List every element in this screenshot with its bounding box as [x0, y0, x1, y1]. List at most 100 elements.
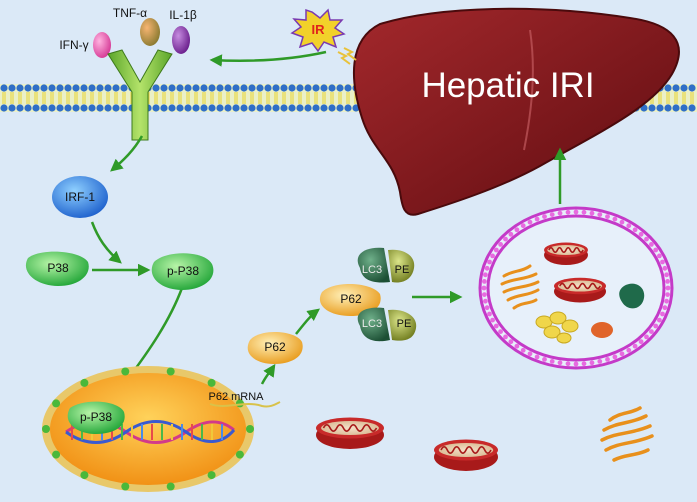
nuclear-pore: [80, 378, 89, 387]
p62-complex-label: P62: [340, 292, 362, 306]
lipid-head: [664, 104, 672, 112]
lipid-head: [256, 84, 264, 92]
lipid-head: [208, 84, 216, 92]
mrna-strand: [209, 401, 281, 408]
nuclear-pore: [52, 399, 61, 408]
lipid-head: [64, 104, 72, 112]
p62-protein: P62: [247, 331, 303, 364]
lipid-head: [48, 84, 56, 92]
pe-top-molecule: [388, 249, 415, 283]
lipid-head: [216, 84, 224, 92]
lipid-head: [296, 84, 304, 92]
lipid-head: [320, 84, 328, 92]
p38-label: P38: [47, 261, 69, 275]
nucleus: p-P38: [42, 366, 254, 492]
lipid-head: [168, 84, 176, 92]
receptor-icon: [107, 49, 173, 141]
mitochondrion-icon: [316, 417, 384, 449]
lipid-head: [328, 104, 336, 112]
nuclear-pore: [80, 471, 89, 480]
lipid-head: [0, 104, 8, 112]
lipid-head: [672, 104, 680, 112]
lipid-head: [256, 104, 264, 112]
arrow-mrna-to-p62: [260, 363, 276, 385]
lipid-head: [240, 84, 248, 92]
nuclear-pore: [235, 450, 244, 459]
lipid-head: [200, 84, 208, 92]
lipid-head: [160, 104, 168, 112]
lipid-head: [200, 104, 208, 112]
lipid-head: [264, 104, 272, 112]
p62-lc3-pe-complex: P62 LC3 PE LC3 PE: [319, 247, 417, 342]
autophagosome: [478, 206, 674, 370]
lipid-head: [24, 84, 32, 92]
lipid-head: [656, 104, 664, 112]
pe-bottom-label: PE: [397, 318, 412, 330]
autophagosome-membrane-beads: [481, 209, 671, 367]
pe-top-label: PE: [395, 264, 410, 276]
lipid-head: [344, 84, 352, 92]
lipid-head: [248, 104, 256, 112]
lipid-head: [288, 104, 296, 112]
p-p38-label: p-P38: [167, 264, 199, 278]
lipid-head: [192, 84, 200, 92]
lipid-head: [688, 104, 696, 112]
lipid-head: [184, 84, 192, 92]
mitochondrion-icon: [434, 439, 498, 471]
lipid-head: [32, 104, 40, 112]
lipid-head: [208, 104, 216, 112]
lipid-head: [80, 104, 88, 112]
lipid-head: [312, 104, 320, 112]
lipid-head: [648, 104, 656, 112]
tnf-alpha-label: TNF-α: [113, 6, 147, 20]
lipid-head: [296, 104, 304, 112]
lipid-head: [680, 84, 688, 92]
lipid-head: [112, 104, 120, 112]
lipid-head: [312, 84, 320, 92]
lipid-head: [672, 84, 680, 92]
mitochondrion-icon: [544, 242, 588, 265]
orange-organelle-icon: [591, 322, 613, 338]
lipid-head: [328, 84, 336, 92]
lipid-head: [664, 84, 672, 92]
lipid-head: [72, 104, 80, 112]
lipid-head: [680, 104, 688, 112]
lipid-head: [216, 104, 224, 112]
nuclear-pore: [52, 450, 61, 459]
lc3-bottom-protein: [357, 307, 390, 342]
lipid-head: [240, 104, 248, 112]
lipid-head: [280, 104, 288, 112]
lipid-head: [304, 104, 312, 112]
lipid-head: [104, 104, 112, 112]
lipid-head: [224, 84, 232, 92]
lipid-head: [304, 84, 312, 92]
lc3-top-protein: [357, 247, 390, 283]
lc3-bottom-label: LC3: [362, 318, 382, 330]
nuclear-pore: [207, 471, 216, 480]
nuclear-pore: [166, 367, 175, 376]
nuclear-pore: [246, 425, 254, 433]
lipid-head: [24, 104, 32, 112]
lipid-head: [688, 84, 696, 92]
lipid-head: [176, 84, 184, 92]
lipid-head: [80, 84, 88, 92]
lipid-head: [264, 84, 272, 92]
lipid-head: [96, 104, 104, 112]
il-1beta-molecule: IL-1β: [169, 8, 197, 54]
lipid-head: [232, 84, 240, 92]
lipid-head: [224, 104, 232, 112]
ir-burst: IR: [290, 8, 346, 53]
lipid-head: [0, 84, 8, 92]
green-organelle-icon: [619, 283, 645, 309]
irf1-protein: IRF-1: [52, 176, 108, 218]
lipid-head: [152, 84, 160, 92]
lipid-head: [272, 104, 280, 112]
lipid-head: [112, 84, 120, 92]
lipid-head: [232, 104, 240, 112]
nuclear-pore: [121, 482, 130, 491]
lipid-head: [176, 104, 184, 112]
lipid-head: [32, 84, 40, 92]
pathway-arrows: [90, 50, 567, 386]
lipid-head: [344, 104, 352, 112]
lipid-head: [64, 84, 72, 92]
